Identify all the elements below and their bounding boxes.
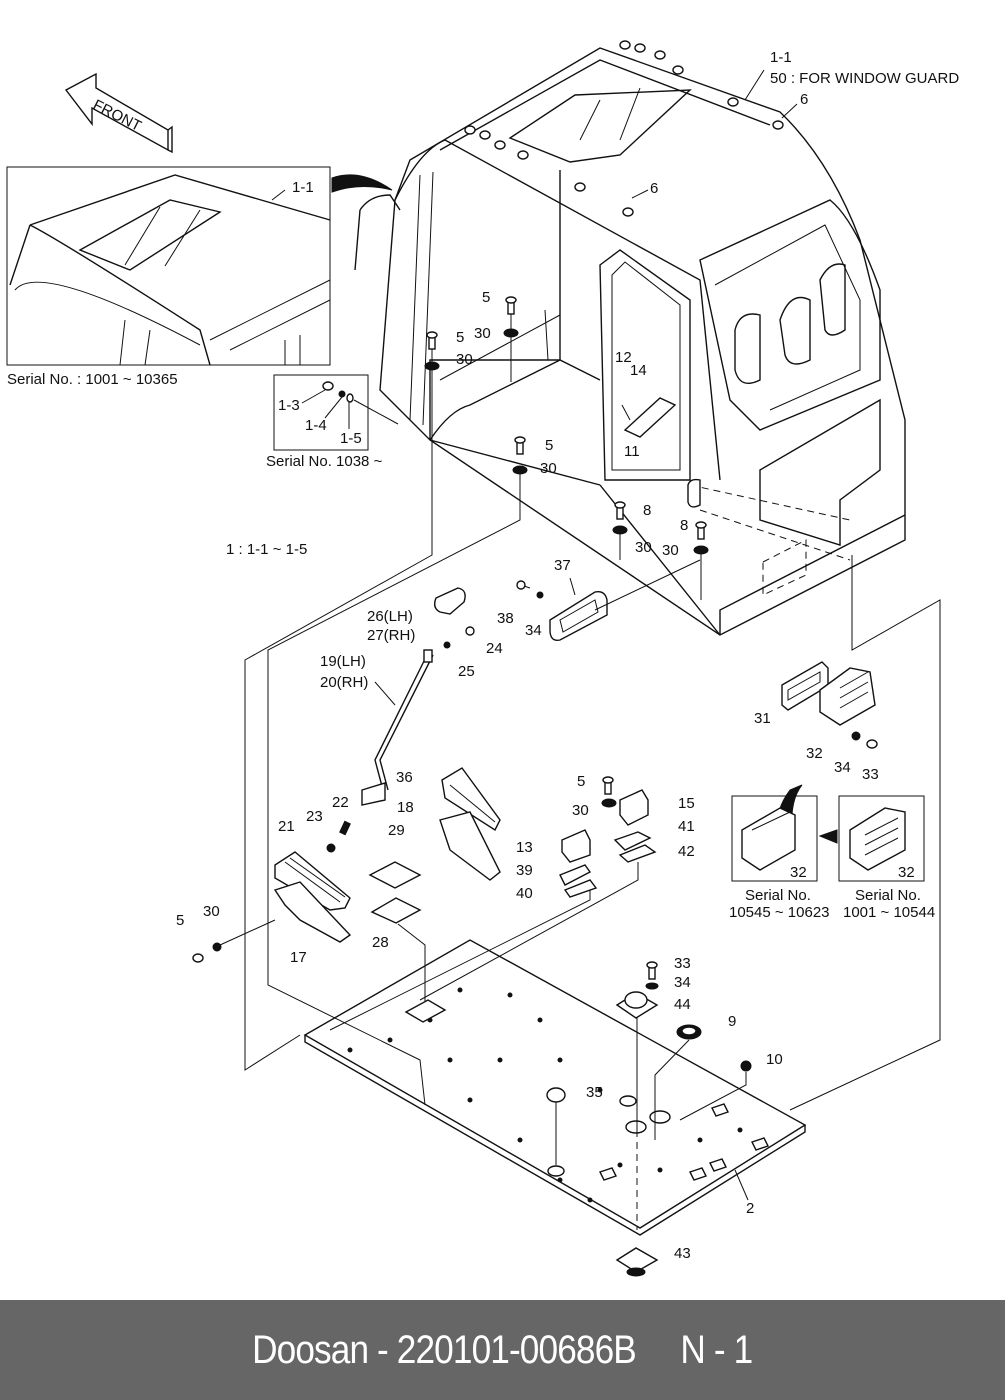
callout-6-top: 6: [800, 91, 808, 108]
fastener-inset: 1-3 1-4 1-5: [273, 374, 399, 451]
roof-inset: 1-1: [6, 166, 393, 366]
callout-14: 14: [630, 362, 647, 379]
front-direction-arrow: FRONT: [64, 72, 173, 154]
callout-44: 44: [674, 996, 691, 1013]
footer-bar: Doosan - 220101-00686B N - 1: [0, 1300, 1005, 1400]
callout-9: 9: [728, 1013, 736, 1030]
callout-33-b: 33: [674, 955, 691, 972]
callout-1-1-inset: 1-1: [292, 179, 314, 196]
callout-17: 17: [290, 949, 307, 966]
callout-30-b: 30: [456, 351, 473, 368]
callout-34-a: 34: [525, 622, 542, 639]
callout-1-5: 1-5: [340, 430, 362, 447]
exploded-parts-diagram: FRONT 1-1 Serial No. : 1001 ~ 10365 1-3 …: [6, 40, 959, 1277]
callout-20: 20(RH): [320, 674, 368, 691]
callout-32: 32: [806, 745, 823, 762]
callout-36: 36: [396, 769, 413, 786]
footer-document-id: Doosan - 220101-00686B N - 1: [252, 1327, 753, 1372]
floor-holes: [347, 987, 743, 1203]
callout-5-c: 5: [545, 437, 553, 454]
callout-8-a: 8: [643, 502, 651, 519]
callout-35: 35: [586, 1084, 603, 1101]
callout-28: 28: [372, 934, 389, 951]
callout-43: 43: [674, 1245, 691, 1262]
callout-5-d: 5: [176, 912, 184, 929]
callout-39: 39: [516, 862, 533, 879]
callout-30-c: 30: [540, 460, 557, 477]
callout-26: 26(LH): [367, 608, 413, 625]
callout-41: 41: [678, 818, 695, 835]
pedal-right: 36 18: [396, 767, 501, 881]
callout-30-d: 30: [635, 539, 652, 556]
callout-13: 13: [516, 839, 533, 856]
callout-29: 29: [388, 822, 405, 839]
window-guard-note: 50 : FOR WINDOW GUARD: [770, 70, 959, 87]
callout-15: 15: [678, 795, 695, 812]
brackets-13-15: 5 30 15 41 42 13 39 40: [329, 773, 695, 1031]
callout-24: 24: [486, 640, 503, 657]
vent-old-serial-1: Serial No.: [855, 887, 921, 904]
vent-inset-new: 32 Serial No. 10545 ~ 10623: [729, 795, 830, 921]
vent-old-callout: 32: [898, 864, 915, 881]
callout-11: 11: [624, 443, 640, 460]
callout-5-b: 5: [456, 329, 464, 346]
boots-28-29: 29 28: [368, 822, 426, 1020]
control-lever: 26(LH) 27(RH) 19(LH) 20(RH) 24 25: [320, 587, 503, 806]
vent-new-callout: 32: [790, 864, 807, 881]
callout-23: 23: [306, 808, 323, 825]
callout-34-c: 34: [674, 974, 691, 991]
callout-40: 40: [516, 885, 533, 902]
roof-pegs: [464, 40, 784, 217]
callout-30-f: 30: [203, 903, 220, 920]
callout-30-g: 30: [572, 802, 589, 819]
fastener-inset-serial: Serial No. 1038 ~: [266, 453, 383, 470]
callout-8-b: 8: [680, 517, 688, 534]
callout-33-a: 33: [862, 766, 879, 783]
callout-38: 38: [497, 610, 514, 627]
callout-5-a: 5: [482, 289, 490, 306]
floor-plate: 2: [303, 939, 807, 1236]
callout-42: 42: [678, 843, 695, 860]
callout-10: 10: [766, 1051, 783, 1068]
callout-5-e: 5: [577, 773, 585, 790]
callout-22: 22: [332, 794, 349, 811]
vent-new-serial-1: Serial No.: [745, 887, 811, 904]
floor-components: 33 34 44 9 10 35 43: [546, 955, 783, 1277]
handle-bracket-37: 37 38 34: [497, 557, 701, 641]
bolt-washer-group-1: 5 30 5 30 5 30: [424, 289, 557, 505]
vent-inset-old: 32 Serial No. 1001 ~ 10544: [838, 795, 935, 921]
callout-1-3: 1-3: [278, 397, 300, 414]
window-guard-ref: 1-1: [770, 49, 792, 66]
callout-19: 19(LH): [320, 653, 366, 670]
callout-37: 37: [554, 557, 571, 574]
callout-34-b: 34: [834, 759, 851, 776]
callout-30-a: 30: [474, 325, 491, 342]
vent-assembly: 31 32 34 33: [754, 661, 879, 831]
vent-new-serial-2: 10545 ~ 10623: [729, 904, 830, 921]
callout-6-roof: 6: [650, 180, 658, 197]
assembly-note: 1 : 1-1 ~ 1-5: [226, 541, 307, 558]
callout-12: 12: [615, 349, 632, 366]
callout-2: 2: [746, 1200, 754, 1217]
cab-body: [354, 40, 906, 636]
pedal-left: 21 23 22 17: [273, 794, 352, 966]
callout-1-4: 1-4: [305, 417, 327, 434]
callout-31: 31: [754, 710, 771, 727]
roof-inset-serial: Serial No. : 1001 ~ 10365: [7, 371, 178, 388]
callout-30-e: 30: [662, 542, 679, 559]
callout-27: 27(RH): [367, 627, 415, 644]
callout-18: 18: [397, 799, 414, 816]
vent-old-serial-2: 1001 ~ 10544: [843, 904, 935, 921]
callout-25: 25: [458, 663, 475, 680]
callout-21: 21: [278, 818, 295, 835]
